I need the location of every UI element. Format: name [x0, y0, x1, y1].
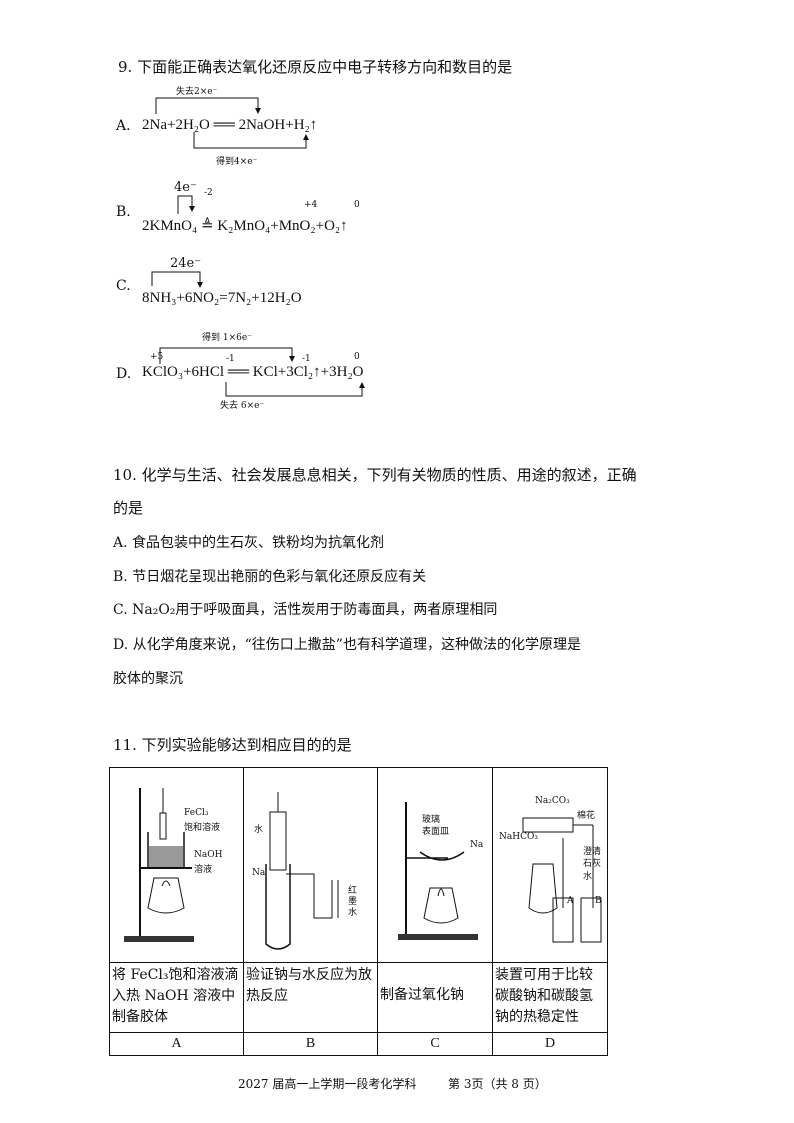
q11-figure-b: 水 Na 红墨水	[243, 767, 378, 963]
q11-letter-b: B	[305, 1036, 316, 1051]
q9-d-top-label: 得到 1×6e⁻	[202, 333, 252, 343]
q9-option-a: 失去2×e⁻ A. 2Na+2H₂O ══ 2NaOH+H₂↑ 得到4×e⁻	[116, 84, 416, 174]
sodium-water-apparatus-figure	[265, 792, 339, 950]
q9-c-equation: 8NH₃+6NO₂=7N₂+12H₂O	[142, 290, 302, 306]
q9-d-arrows	[159, 347, 365, 397]
q9-b-equation: 2KMnO₄ ≜ K₂MnO₄+MnO₂+O₂↑	[142, 218, 348, 234]
q11-letter-a: A	[171, 1036, 182, 1051]
q10-stem-line1: 10. 化学与生活、社会发展息息相关，下列有关物质的性质、用途的叙述，正确	[113, 466, 637, 484]
q9-a-equation: 2Na+2H₂O ══ 2NaOH+H₂↑	[142, 117, 318, 133]
q9-c-arrows	[151, 271, 203, 288]
q10-option-c: C. Na₂O₂用于呼吸面具，活性炭用于防毒面具，两者原理相同	[113, 602, 498, 618]
q11-experiment-table: FeCl₃ 饱和溶液 NaOH 溶液 水 Na 红墨水	[109, 767, 608, 1056]
thermal-stability-apparatus-figure	[522, 817, 602, 943]
q9-a-bottom-label: 得到4×e⁻	[216, 157, 258, 167]
q11-figure-d: Na₂CO₃ 棉花 NaHCO₃ 澄清 石灰水 A B	[492, 767, 608, 963]
q9-stem: 9. 下面能正确表达氧化还原反应中电子转移方向和数目的是	[118, 58, 513, 76]
q9-d-bottom-label: 失去 6×e⁻	[220, 401, 265, 411]
q10-option-b: B. 节日烟花呈现出艳丽的色彩与氧化还原反应有关	[113, 569, 427, 585]
q9-a-top-label: 失去2×e⁻	[176, 87, 218, 97]
footer-page-number: 第 3页（共 8 页）	[448, 1077, 547, 1091]
q10-stem-line2: 的是	[113, 499, 144, 517]
q11-caption-c: 制备过氧化钠	[380, 987, 464, 1003]
q9-b-arrows	[177, 195, 195, 214]
q11-figure-c: 玻璃 表面皿 Na	[377, 767, 493, 963]
q11-figure-a: FeCl₃ 饱和溶液 NaOH 溶液	[109, 767, 244, 963]
q11-caption-a: 将 FeCl₃饱和溶液滴入热 NaOH 溶液中制备胶体	[112, 967, 239, 1025]
q11-letter-d: D	[544, 1036, 556, 1051]
q9-option-d: 得到 1×6e⁻ +5 -1 -1 0 D. KClO₃+6HCl ══ KCl…	[116, 330, 446, 414]
q9-a-arrows	[155, 97, 309, 149]
q9-option-b: 4e⁻ -2 +4 0 B. 2KMnO₄ ≜ K₂MnO₄+MnO₂+O₂↑	[116, 180, 436, 240]
footer-exam-title: 2027 届高一上学期一段考化学科	[238, 1077, 417, 1091]
q10-option-d-line1: D. 从化学角度来说，“往伤口上撒盐”也有科学道理，这种做法的化学原理是	[113, 637, 581, 653]
q9-d-equation: KClO₃+6HCl ══ KCl+3Cl₂↑+3H₂O	[142, 364, 364, 380]
sodium-peroxide-apparatus-figure	[398, 802, 478, 940]
q11-caption-b: 验证钠与水反应为放热反应	[246, 967, 372, 1004]
q11-letter-c: C	[430, 1036, 440, 1051]
q9-b-top-label: 4e⁻	[174, 180, 197, 195]
q11-caption-d: 装置可用于比较碳酸钠和碳酸氢钠的热稳定性	[495, 967, 593, 1025]
q10-option-d-line2: 胶体的聚沉	[113, 671, 183, 687]
q9-option-c: 24e⁻ C. 8NH₃+6NO₂=7N₂+12H₂O	[116, 256, 436, 312]
q11-stem: 11. 下列实验能够达到相应目的的是	[113, 736, 352, 754]
colloid-apparatus-figure	[124, 788, 194, 942]
q10-option-a: A. 食品包装中的生石灰、铁粉均为抗氧化剂	[113, 535, 385, 551]
q9-c-top-label: 24e⁻	[170, 256, 202, 271]
